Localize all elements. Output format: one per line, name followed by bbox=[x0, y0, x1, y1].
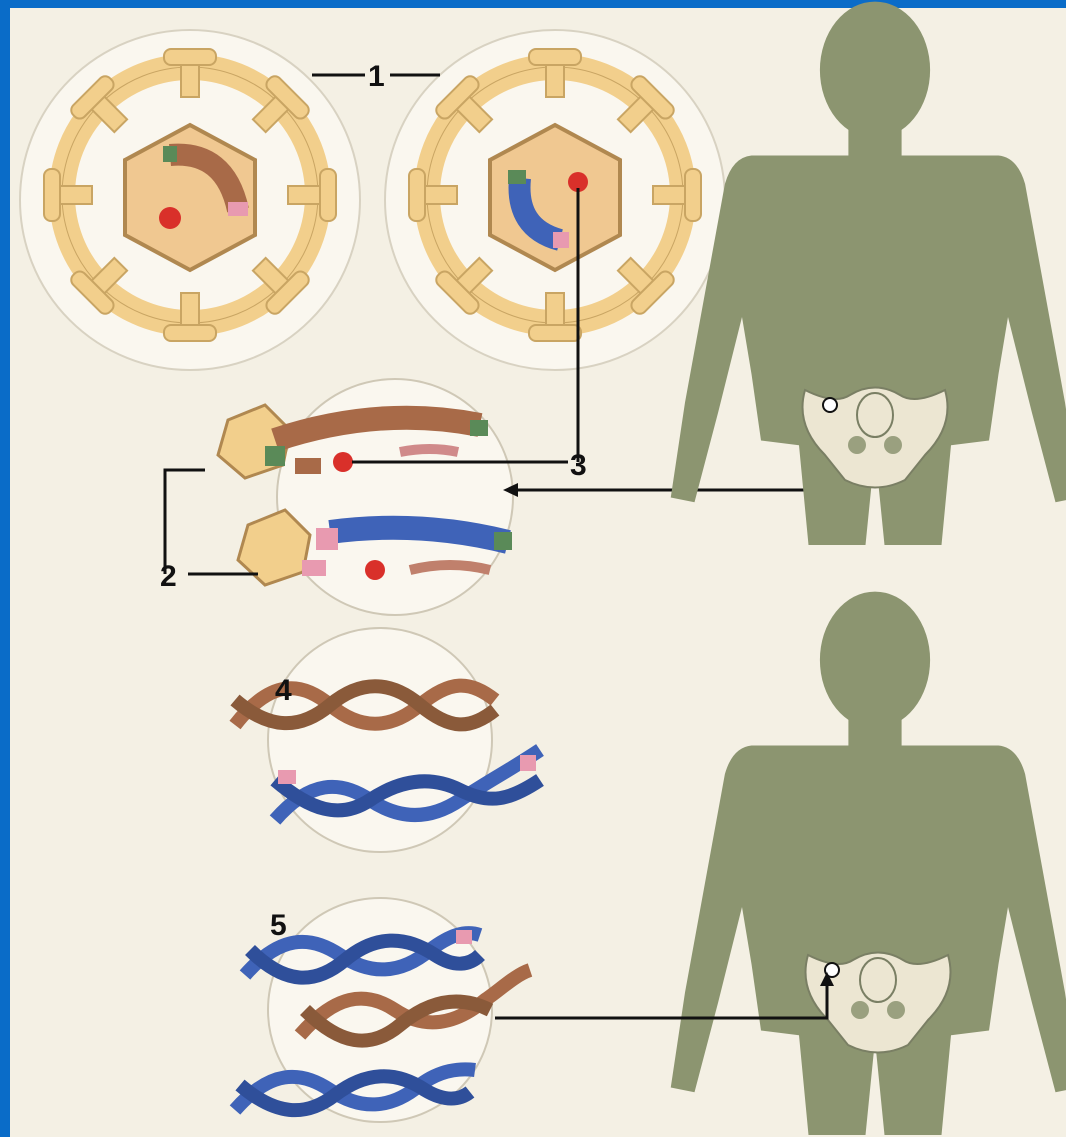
virus-particle-left bbox=[20, 30, 360, 370]
label-1: 1 bbox=[368, 60, 385, 93]
label-5: 5 bbox=[270, 909, 287, 942]
label-4: 4 bbox=[275, 674, 292, 707]
marker-upper bbox=[823, 398, 837, 412]
label-2: 2 bbox=[160, 560, 177, 593]
label-3: 3 bbox=[570, 449, 587, 482]
virus-particle-right bbox=[385, 30, 725, 370]
